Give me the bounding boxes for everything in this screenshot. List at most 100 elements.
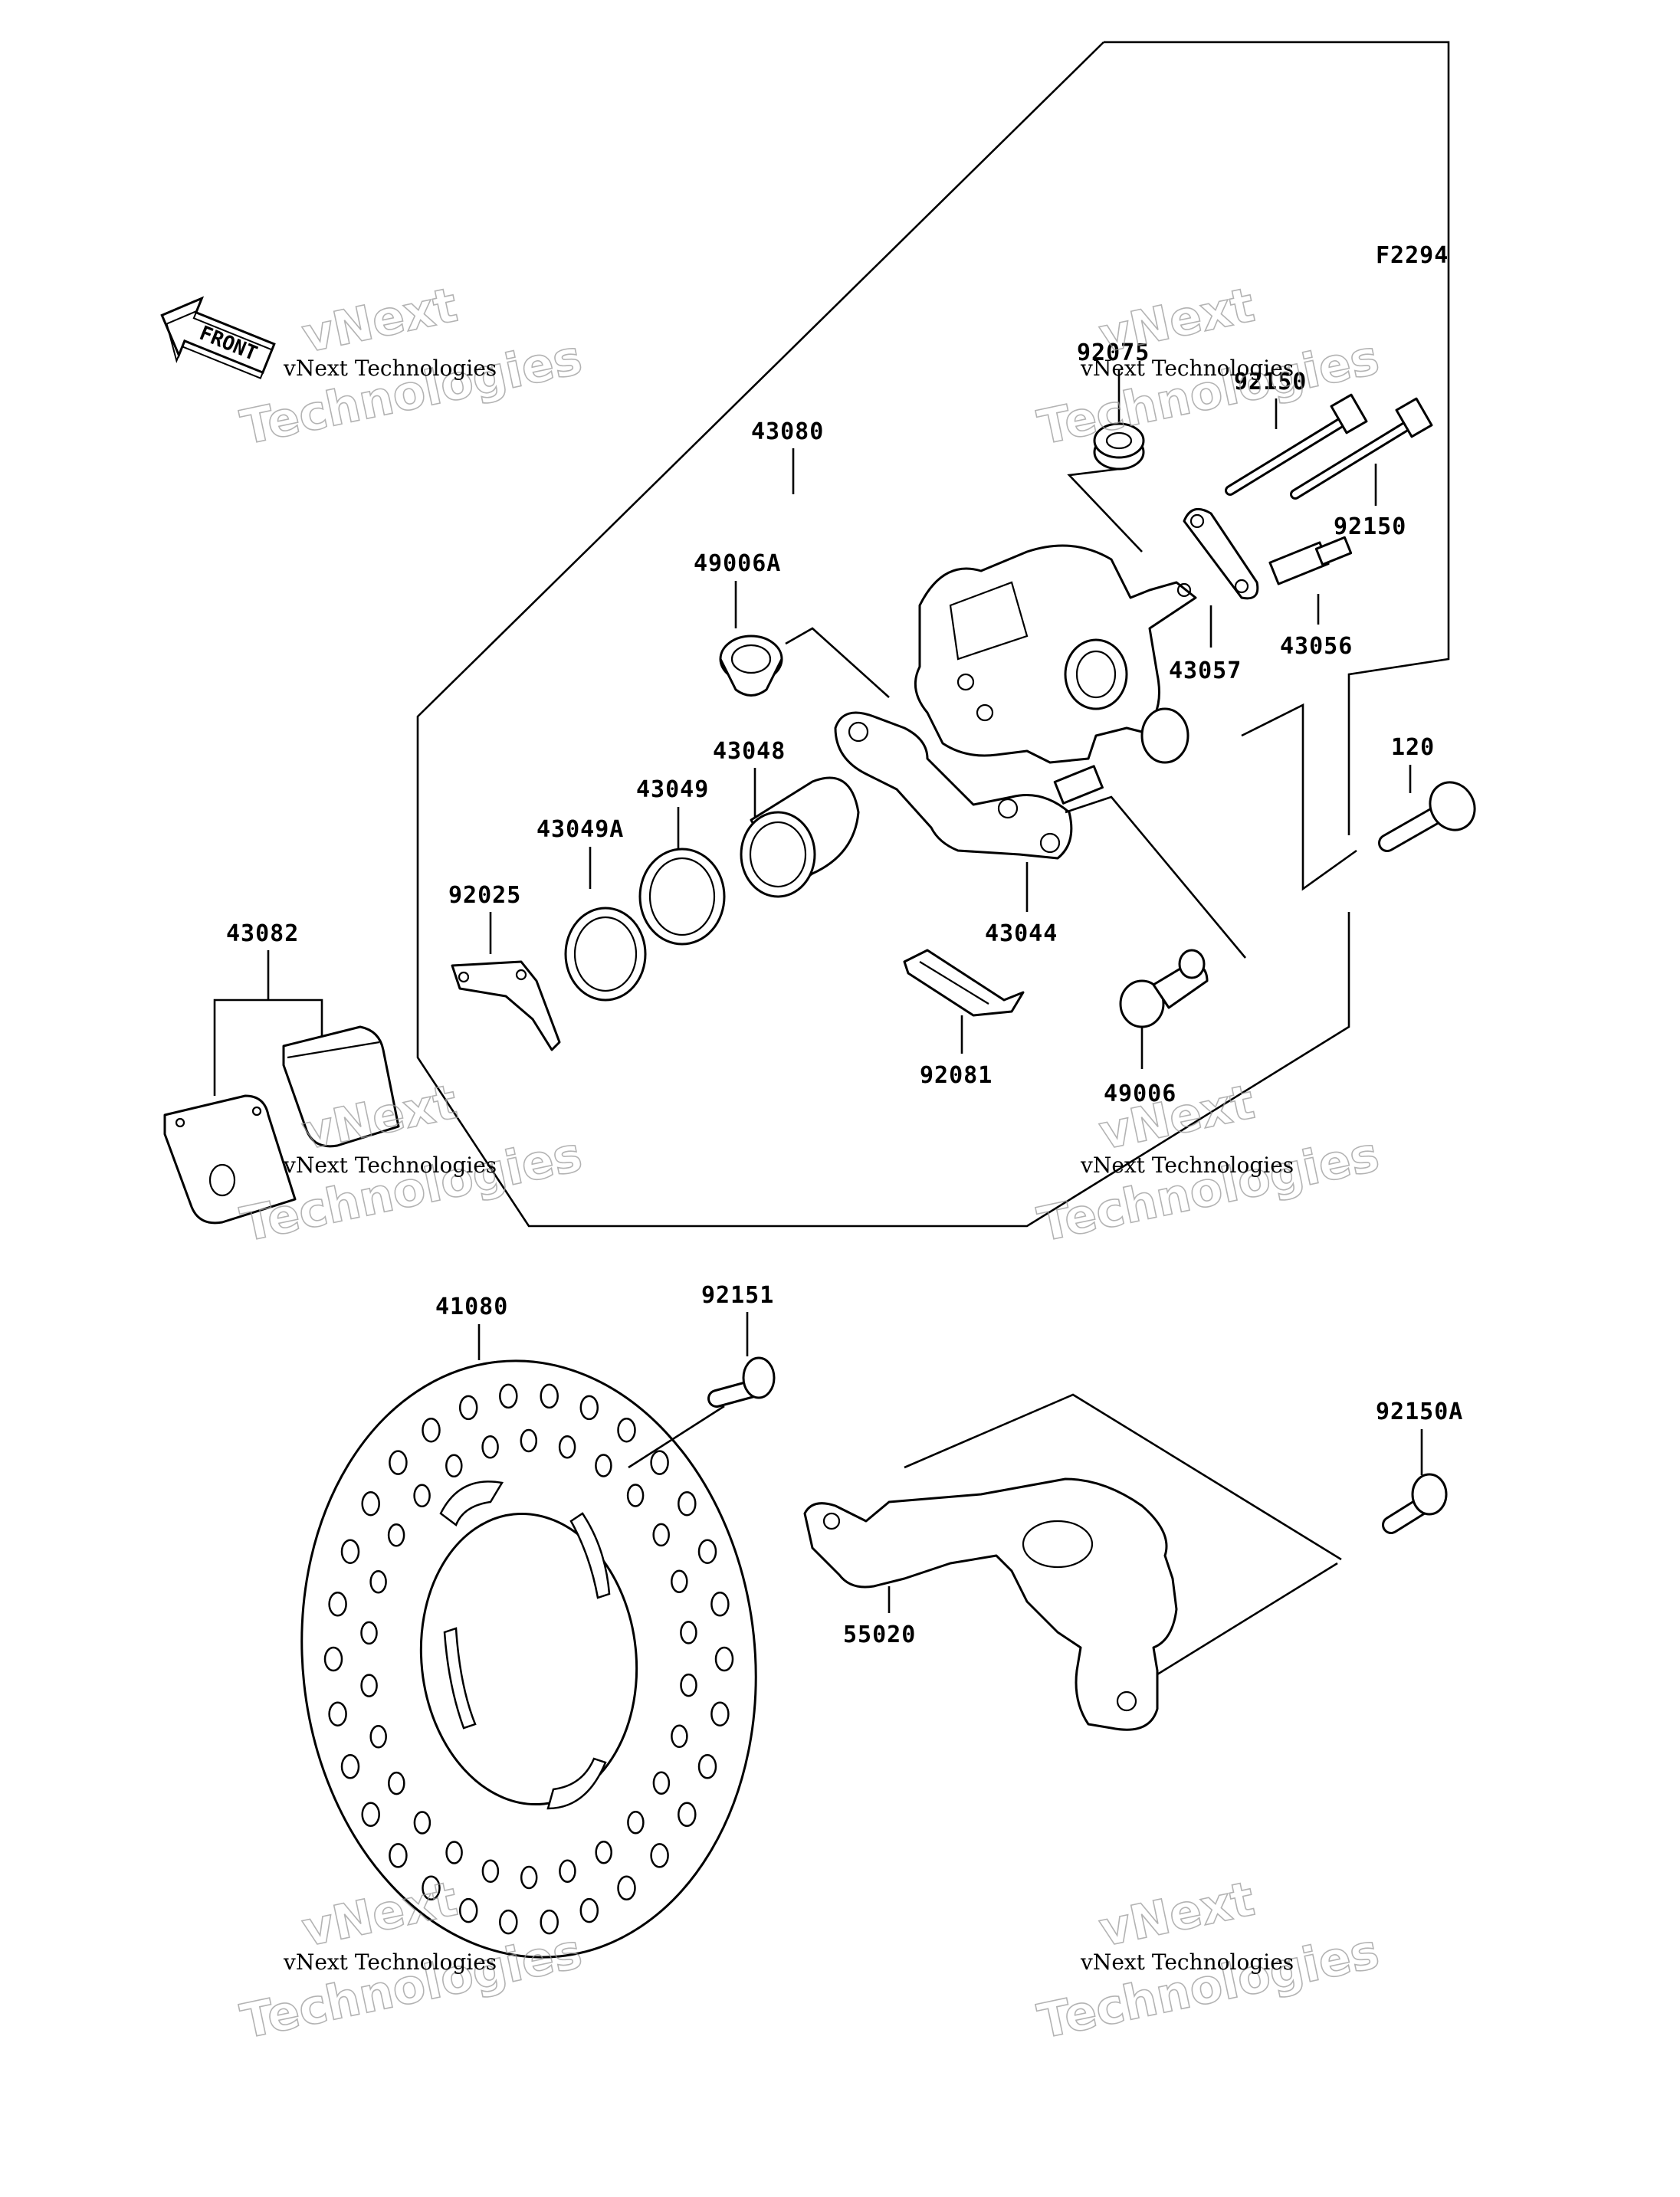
svg-text:Technologies: Technologies [236,1126,586,1252]
bolt-120 [1378,781,1476,852]
disc-hole [652,1771,671,1795]
disc-slot [546,1757,607,1810]
disc-hole [323,1646,343,1672]
watermark-text: vNext Technologies [1080,356,1294,381]
brake-disc-41080 [300,1359,757,1959]
label-43048: 43048 [713,738,786,765]
spring-92025 [451,960,561,1051]
label-43049: 43049 [636,776,709,803]
label-92075: 92075 [1077,339,1150,366]
watermark-text: vNext Technologies [283,356,497,381]
caliper-assembly-outline-left [416,41,1350,1228]
label-92150A: 92150A [1376,1399,1463,1425]
watermark-text: vNext Technologies [1080,1153,1294,1178]
disc-hole [540,1909,559,1935]
disc-hole [458,1395,478,1421]
disc-hole [617,1417,636,1443]
disc-hole [499,1909,518,1935]
disc-hole [413,1811,431,1835]
label-92081: 92081 [920,1062,993,1089]
disc-hole [387,1523,405,1547]
bracket-55020 [803,1477,1178,1731]
watermark-text: vNext Technologies [283,1949,497,1975]
disc-hole [481,1859,500,1884]
disc-hole [422,1417,441,1443]
disc-hole [678,1802,697,1828]
pad-43082-back [282,1025,400,1148]
disc-hole [671,1724,688,1749]
disc-holes [323,1383,734,1935]
svg-text:Technologies: Technologies [1033,1126,1383,1252]
disc-hole [445,1454,463,1478]
label-49006A: 49006A [694,550,781,577]
svg-text:vNext: vNext [1094,1871,1259,1958]
disc-hole [481,1435,499,1459]
disc-hole [445,1841,463,1864]
disc-hole [671,1569,688,1593]
pad-43082-front [163,1094,297,1225]
label-92025: 92025 [448,882,521,909]
svg-text:Technologies: Technologies [1033,1923,1383,2049]
seal-43049A [564,907,647,1002]
watermark-text: vNext Technologies [283,1153,497,1178]
svg-text:vNext: vNext [1094,277,1259,364]
disc-hole [559,1859,576,1883]
label-120: 120 [1391,734,1435,761]
boot-49006A [719,635,783,697]
label-49006: 49006 [1104,1080,1176,1107]
seal-43049 [638,848,726,946]
disc-hole [710,1592,730,1617]
disc-hole [617,1875,636,1901]
figure-code: F2294 [1376,242,1449,269]
holder-43044 [834,711,1104,860]
bolt-92150A [1382,1473,1448,1534]
disc-hole [458,1897,478,1923]
watermark-mid-right: vNext Technologies vNext Technologies [1032,1073,1384,1253]
boot-92075 [1093,422,1145,471]
disc-hole [650,1843,669,1868]
disc-hole [714,1646,734,1672]
svg-text:Technologies: Technologies [236,1923,586,2049]
label-55020: 55020 [843,1622,916,1648]
pin-92150-a [1225,393,1368,496]
disc-slot [569,1512,611,1599]
caliper-assembly-outline [1104,41,1450,835]
svg-text:vNext: vNext [297,277,462,364]
disc-hole [520,1865,538,1890]
caliper-body [914,544,1197,764]
disc-hole [558,1435,576,1459]
disc-hole [579,1395,599,1421]
disc-hole [328,1701,347,1726]
disc-hole [650,1450,669,1475]
pin-49006 [1119,949,1209,1028]
label-92150-right: 92150 [1334,513,1406,540]
svg-text:Technologies: Technologies [236,329,586,455]
bolt-92151 [707,1356,776,1408]
label-43057: 43057 [1169,657,1242,684]
disc-hole [499,1383,518,1409]
disc-hole [652,1523,670,1547]
disc-slot [443,1627,477,1730]
watermark-text: vNext Technologies [1080,1949,1294,1975]
disc-hole [710,1701,730,1726]
watermark-top-left: vNext Technologies vNext Technologies [235,276,587,456]
piston-43048 [740,776,860,898]
disc-hole [422,1875,441,1901]
shim-92081 [903,949,1025,1017]
disc-hole [680,1673,697,1697]
disc-hole [389,1450,408,1475]
label-43082: 43082 [226,920,299,947]
disc-hole [361,1802,380,1828]
label-43056: 43056 [1280,633,1353,660]
label-92151: 92151 [701,1282,774,1309]
svg-text:vNext: vNext [297,1871,462,1958]
disc-hole [678,1490,697,1517]
disc-hole [579,1897,599,1923]
disc-hole [360,1674,378,1697]
disc-hole [697,1539,717,1564]
disc-hole [388,1771,405,1795]
front-arrow-icon: FRONT [160,296,276,379]
disc-hole [540,1383,559,1409]
disc-slot [439,1481,504,1526]
